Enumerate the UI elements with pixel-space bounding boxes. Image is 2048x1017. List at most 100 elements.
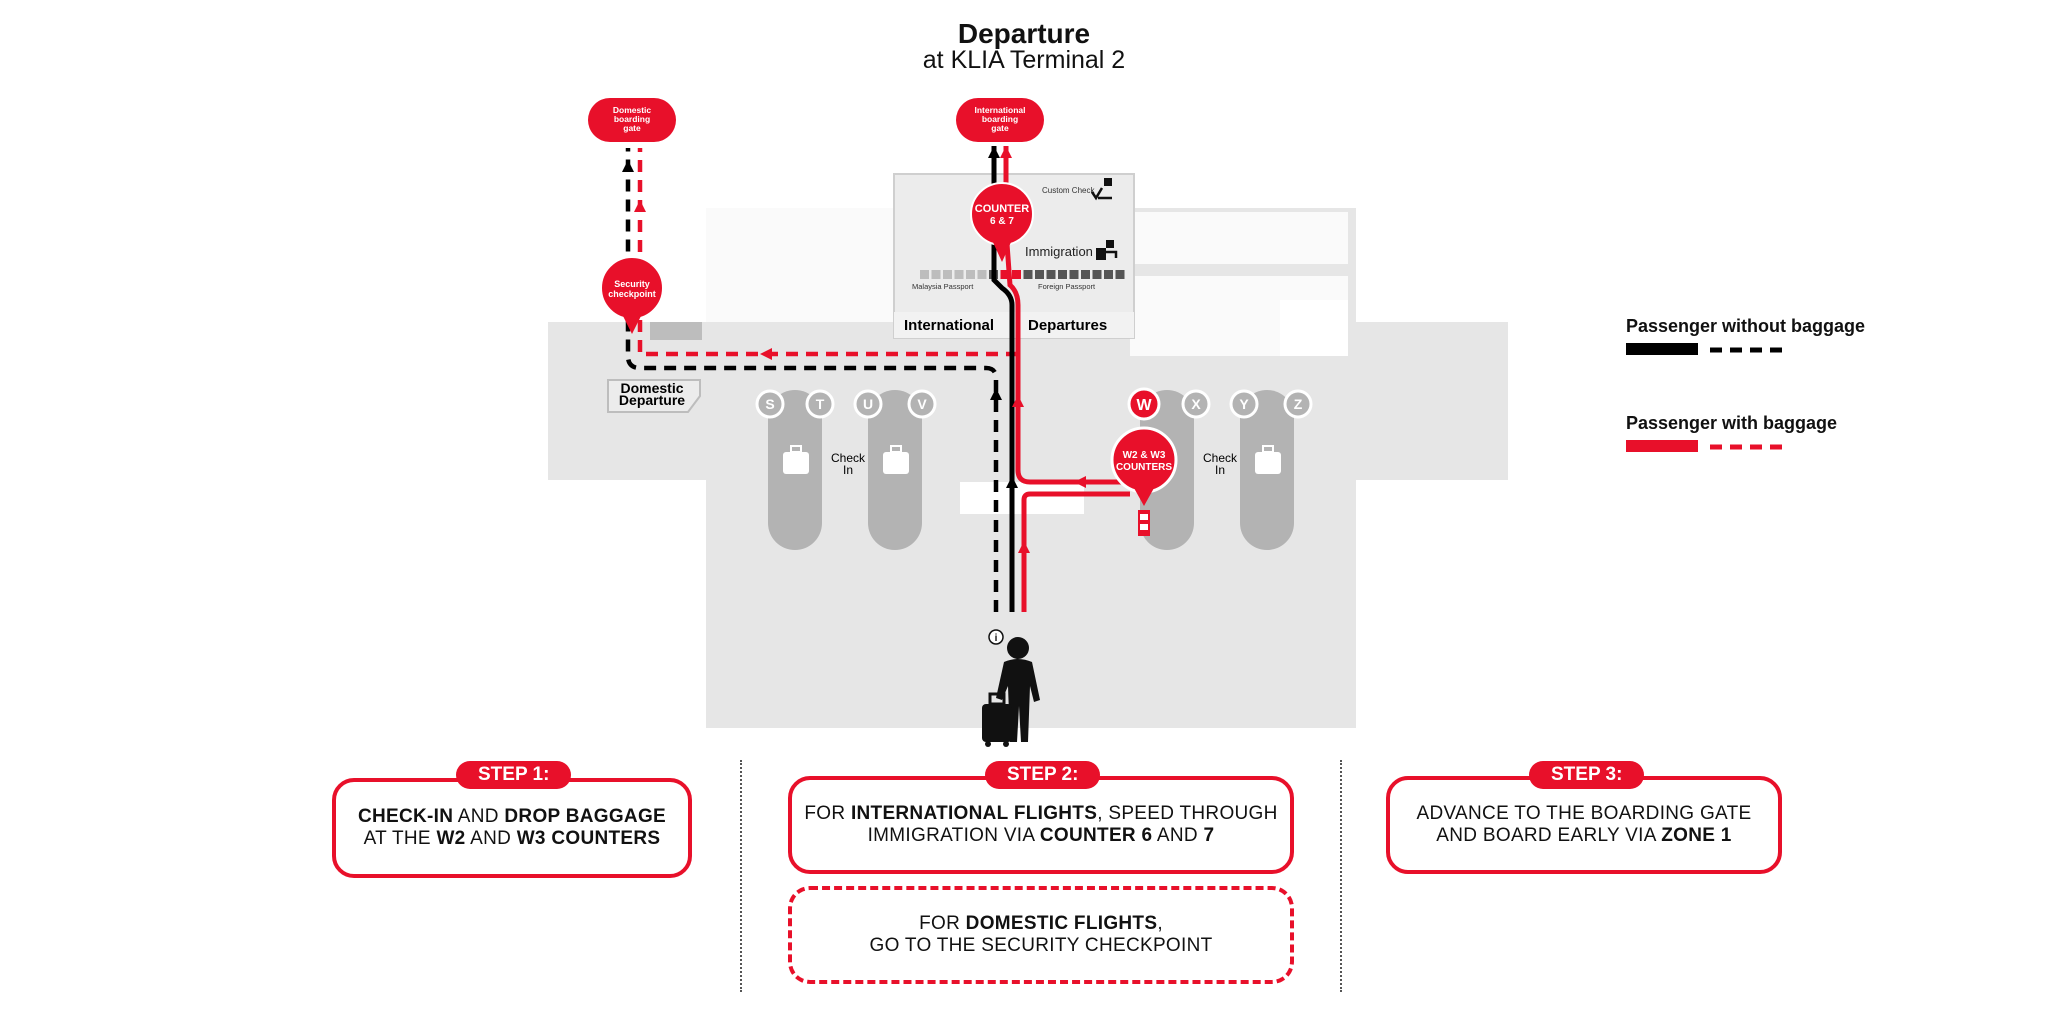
immigration-counter (977, 270, 987, 279)
step1-b4: W3 COUNTERS (516, 828, 661, 849)
immigration-counter (1035, 270, 1044, 279)
route-with-baggage (637, 146, 1130, 612)
zone-v: V (917, 396, 927, 412)
step-divider-1 (740, 760, 742, 992)
step1-b2: DROP BAGGAGE (504, 806, 667, 827)
counter-6-7-line1: COUNTER (975, 203, 1029, 215)
immigration-officer-icon (1096, 240, 1118, 260)
immigration-counter (1023, 270, 1033, 279)
w2-w3-counters-pin (1110, 426, 1178, 506)
international-boarding-gate-pin (956, 98, 1044, 142)
step3-b1: ZONE 1 (1661, 825, 1732, 846)
international-gate-line3: gate (991, 123, 1009, 133)
w2-w3-line1: W2 & W3 (1123, 450, 1166, 461)
zone-s: S (765, 396, 774, 412)
step1-t3: AND (465, 828, 517, 849)
immigration-counters (920, 270, 1125, 279)
step2-domestic-box: FOR DOMESTIC FLIGHTS, GO TO THE SECURITY… (788, 886, 1294, 984)
step1-t1: AND (453, 806, 505, 827)
immigration-counter (1046, 270, 1056, 279)
legend-without-baggage-label: Passenger without baggage (1626, 316, 1866, 336)
zone-markers (755, 387, 1313, 421)
suitcase-icon (783, 445, 1281, 474)
foreign-passport-label: Foreign Passport (1038, 282, 1096, 291)
step2b-b1: DOMESTIC FLIGHTS (965, 913, 1158, 934)
step2-box: FOR INTERNATIONAL FLIGHTS, SPEED THROUGH… (788, 776, 1294, 874)
step2-t3: IMMIGRATION VIA (867, 825, 1040, 846)
step2b-line2: GO TO THE SECURITY CHECKPOINT (869, 935, 1213, 956)
page-subtitle: at KLIA Terminal 2 (922, 46, 1126, 74)
info-icon (988, 629, 1004, 645)
international-label: International (904, 317, 994, 334)
step2-tag: STEP 2: (985, 761, 1101, 789)
immigration-counter (920, 270, 929, 279)
security-checkpoint-line1: Security (614, 279, 650, 289)
step3-tag: STEP 3: (1529, 761, 1645, 789)
step2b-t1: FOR (919, 913, 966, 934)
route-without-baggage (625, 146, 1015, 612)
legend-with-baggage-label: Passenger with baggage (1626, 413, 1838, 433)
domestic-departure-line2: Departure (619, 392, 685, 408)
step1-tag: STEP 1: (456, 761, 572, 789)
zone-w: W (1136, 397, 1152, 414)
malaysia-passport-label: Malaysia Passport (912, 282, 974, 291)
immigration-counter (1012, 270, 1021, 279)
step2b-t2: , (1157, 913, 1163, 934)
zone-u: U (863, 396, 873, 412)
zone-x: X (1191, 396, 1201, 412)
security-checkpoint-line2: checkpoint (608, 289, 656, 299)
step1-b1: CHECK-IN (357, 806, 454, 827)
route-arrows (622, 146, 1086, 553)
step3-t1: AND BOARD EARLY VIA (1436, 825, 1662, 846)
legend-without-solid (1626, 343, 1698, 355)
legend (1626, 343, 1790, 452)
svg-text:i: i (995, 633, 998, 644)
step2-t2: , SPEED THROUGH (1097, 803, 1278, 824)
counter-6-7-line2: 6 & 7 (990, 216, 1014, 227)
domestic-gate-line1: Domestic (613, 105, 652, 115)
domestic-departure-line1: Domestic (620, 380, 683, 396)
step1-t2: AT THE (363, 828, 437, 849)
domestic-boarding-gate-pin (588, 98, 676, 142)
step2-t1: FOR (804, 803, 851, 824)
immigration-counter (1058, 270, 1067, 279)
step-divider-2 (1340, 760, 1342, 992)
w2-w3-counter-markers (1138, 510, 1150, 536)
departures-label: Departures (1028, 317, 1107, 334)
immigration-counter (1000, 270, 1010, 279)
immigration-label: Immigration (1025, 244, 1093, 259)
immigration-counter (1081, 270, 1090, 279)
immigration-counter (1069, 270, 1079, 279)
international-gate-line2: boarding (982, 114, 1018, 124)
immigration-counter (954, 270, 964, 279)
step2-t4: AND (1152, 825, 1204, 846)
check-in-right-2: In (1215, 463, 1225, 477)
domestic-departure-plate (607, 379, 701, 413)
step3-box: ADVANCE TO THE BOARDING GATE AND BOARD E… (1386, 776, 1782, 874)
immigration-counter (943, 270, 952, 279)
immigration-counter (1115, 270, 1125, 279)
immigration-counter (1104, 270, 1113, 279)
zone-y: Y (1239, 396, 1249, 412)
domestic-gate-line2: boarding (614, 114, 650, 124)
step2-b2: COUNTER 6 (1039, 825, 1153, 846)
customs-officer-icon (1090, 178, 1112, 201)
page-title: Departure (957, 18, 1091, 49)
immigration-counter (966, 270, 975, 279)
international-gate-line1: International (974, 105, 1025, 115)
step2-b1: INTERNATIONAL FLIGHTS (850, 803, 1098, 824)
security-checkpoint-pin (600, 256, 664, 334)
immigration-counter (1092, 270, 1102, 279)
traveller-with-luggage-icon (982, 637, 1040, 747)
check-in-left-2: In (843, 463, 853, 477)
legend-with-solid (1626, 440, 1698, 452)
check-in-right-1: Check (1203, 451, 1238, 465)
domestic-gate-line3: gate (623, 123, 641, 133)
check-in-left-1: Check (831, 451, 866, 465)
step1-b3: W2 (436, 828, 466, 849)
zone-t: T (816, 396, 825, 412)
custom-check-label: Custom Check (1042, 186, 1095, 195)
step2-b3: 7 (1203, 825, 1215, 846)
step1-box: CHECK-IN AND DROP BAGGAGE AT THE W2 AND … (332, 778, 692, 878)
